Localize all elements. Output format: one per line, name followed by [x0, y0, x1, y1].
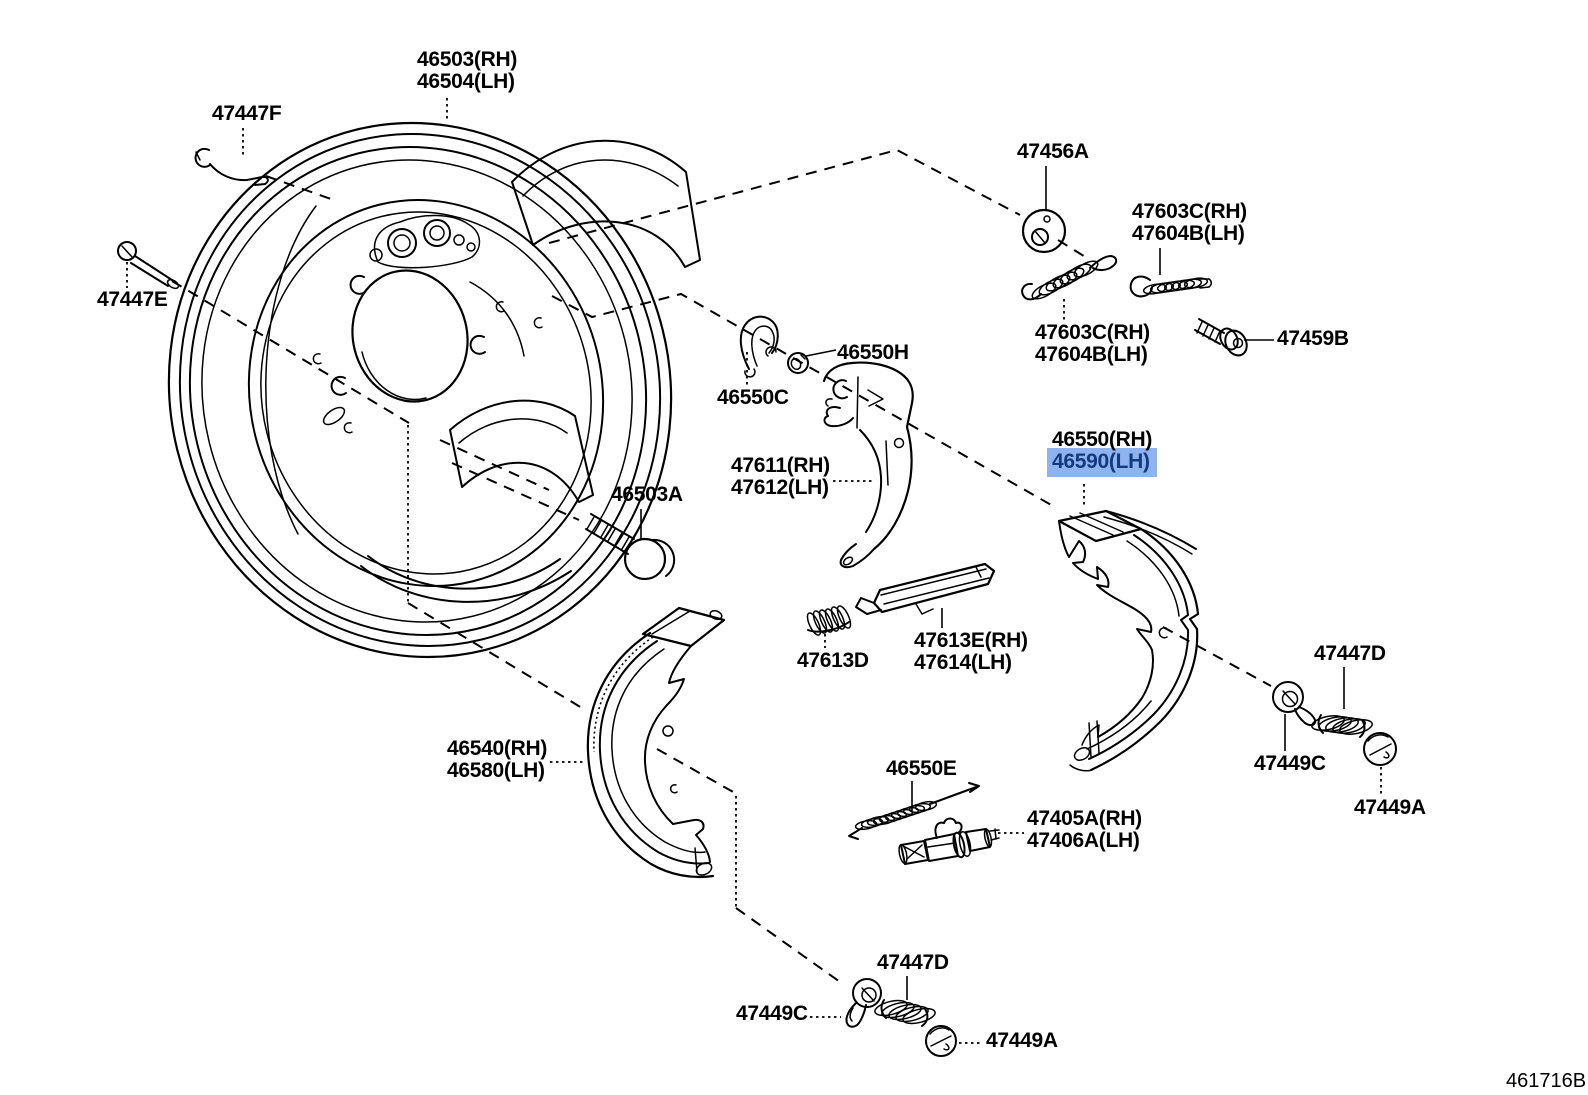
part-number[interactable]: 47604B(LH): [1035, 343, 1148, 366]
backing-plate-drawing: [167, 121, 701, 659]
part-number[interactable]: 47456A: [1017, 140, 1089, 163]
plug-47456A-drawing: [1021, 208, 1067, 254]
part-label-46540-46580[interactable]: 46540(RH)46580(LH): [447, 738, 547, 782]
part-number[interactable]: 46504(LH): [417, 70, 515, 93]
holddown-set-bottom-drawing: [845, 978, 957, 1057]
part-label-47447D-bottom[interactable]: 47447D: [877, 952, 949, 974]
part-label-47449A-bottom[interactable]: 47449A: [986, 1030, 1058, 1052]
part-number[interactable]: 47459B: [1277, 327, 1349, 350]
spring-47603C-left-drawing: [1021, 255, 1118, 301]
part-number[interactable]: 47449C: [736, 1002, 808, 1025]
part-label-47603C-47604B-upper[interactable]: 47603C(RH)47604B(LH): [1132, 201, 1247, 245]
part-label-47613D[interactable]: 47613D: [797, 650, 869, 672]
part-label-47603C-47604B-lower[interactable]: 47603C(RH)47604B(LH): [1035, 322, 1150, 366]
part-number[interactable]: 47405A(RH): [1027, 807, 1142, 830]
label-leader-lines: [126, 98, 1382, 1044]
part-label-47405A-47406A[interactable]: 47405A(RH)47406A(LH): [1027, 808, 1142, 852]
part-label-47459B[interactable]: 47459B: [1277, 328, 1349, 350]
part-label-47449A-right[interactable]: 47449A: [1354, 797, 1426, 819]
screw-47459B-drawing: [1194, 318, 1248, 357]
part-number[interactable]: 47406A(LH): [1027, 829, 1140, 852]
part-number[interactable]: 46550(RH): [1052, 428, 1153, 451]
part-label-47447F[interactable]: 47447F: [212, 102, 282, 125]
strut-47613E-drawing: [855, 562, 996, 615]
part-number[interactable]: 47447F: [212, 102, 282, 125]
part-number[interactable]: 47447E: [97, 288, 168, 311]
spring-47613D-drawing: [806, 605, 852, 636]
assembly-dashed-lines: [171, 148, 1272, 985]
part-number[interactable]: 47449C: [1254, 752, 1326, 775]
part-number[interactable]: 46550E: [886, 757, 957, 780]
adjuster-47405A-drawing: [898, 817, 1000, 865]
part-label-47449C-bottom[interactable]: 47449C: [736, 1003, 808, 1025]
part-number[interactable]: 47449A: [986, 1029, 1058, 1052]
part-label-47456A[interactable]: 47456A: [1017, 141, 1089, 163]
part-label-47449C-right[interactable]: 47449C: [1254, 753, 1326, 775]
spring-47603C-right-drawing: [1129, 275, 1212, 298]
part-number[interactable]: 47612(LH): [731, 476, 829, 499]
part-label-46503A[interactable]: 46503A: [611, 484, 683, 506]
pin-47447E-drawing: [117, 241, 180, 290]
brake-shoe-right-drawing: [1057, 509, 1200, 772]
part-label-46550-46590[interactable]: 46550(RH)46590(LH): [1047, 428, 1157, 477]
part-number[interactable]: 47603C(RH): [1132, 200, 1247, 223]
grommet-46550H-drawing: [787, 352, 809, 374]
part-label-46550C[interactable]: 46550C: [717, 387, 789, 409]
part-number[interactable]: 46580(LH): [447, 759, 545, 782]
part-label-47447E[interactable]: 47447E: [97, 289, 168, 311]
part-number[interactable]: 47613D: [797, 649, 869, 672]
part-number[interactable]: 47613E(RH): [914, 629, 1028, 652]
part-label-46503-46504[interactable]: 46503(RH)46504(LH): [417, 49, 517, 93]
c-washer-46550C-drawing: [739, 315, 779, 378]
part-number[interactable]: 47447D: [877, 951, 949, 974]
part-number[interactable]: 46503A: [611, 483, 683, 506]
spring-46550E-drawing: [848, 782, 980, 840]
part-number[interactable]: 47604B(LH): [1132, 222, 1245, 245]
lever-47611-drawing: [822, 361, 914, 569]
bolt-46503A-drawing: [585, 513, 676, 581]
part-number[interactable]: 47614(LH): [914, 651, 1012, 674]
clip-47447F-drawing: [194, 147, 269, 186]
part-label-47611-47612[interactable]: 47611(RH)47612(LH): [731, 455, 830, 499]
part-label-47447D-right[interactable]: 47447D: [1314, 643, 1386, 665]
part-number[interactable]: 46503(RH): [417, 48, 518, 71]
part-label-46550H[interactable]: 46550H: [837, 342, 909, 364]
part-number[interactable]: 46550H: [837, 341, 909, 364]
holddown-set-right-drawing: [1272, 681, 1397, 766]
drawing-code: 461716B: [1506, 1070, 1587, 1092]
part-number[interactable]: 46550C: [717, 386, 789, 409]
part-label-47613E-47614[interactable]: 47613E(RH)47614(LH): [914, 630, 1028, 674]
part-number[interactable]: 47447D: [1314, 642, 1386, 665]
highlighted-part-number[interactable]: 46590(LH): [1047, 448, 1157, 477]
part-label-46550E[interactable]: 46550E: [886, 758, 957, 780]
part-number[interactable]: 47603C(RH): [1035, 321, 1150, 344]
brake-shoe-left-drawing: [586, 606, 726, 879]
part-number[interactable]: 46540(RH): [447, 737, 548, 760]
part-number[interactable]: 47449A: [1354, 796, 1426, 819]
part-number[interactable]: 47611(RH): [731, 454, 830, 477]
